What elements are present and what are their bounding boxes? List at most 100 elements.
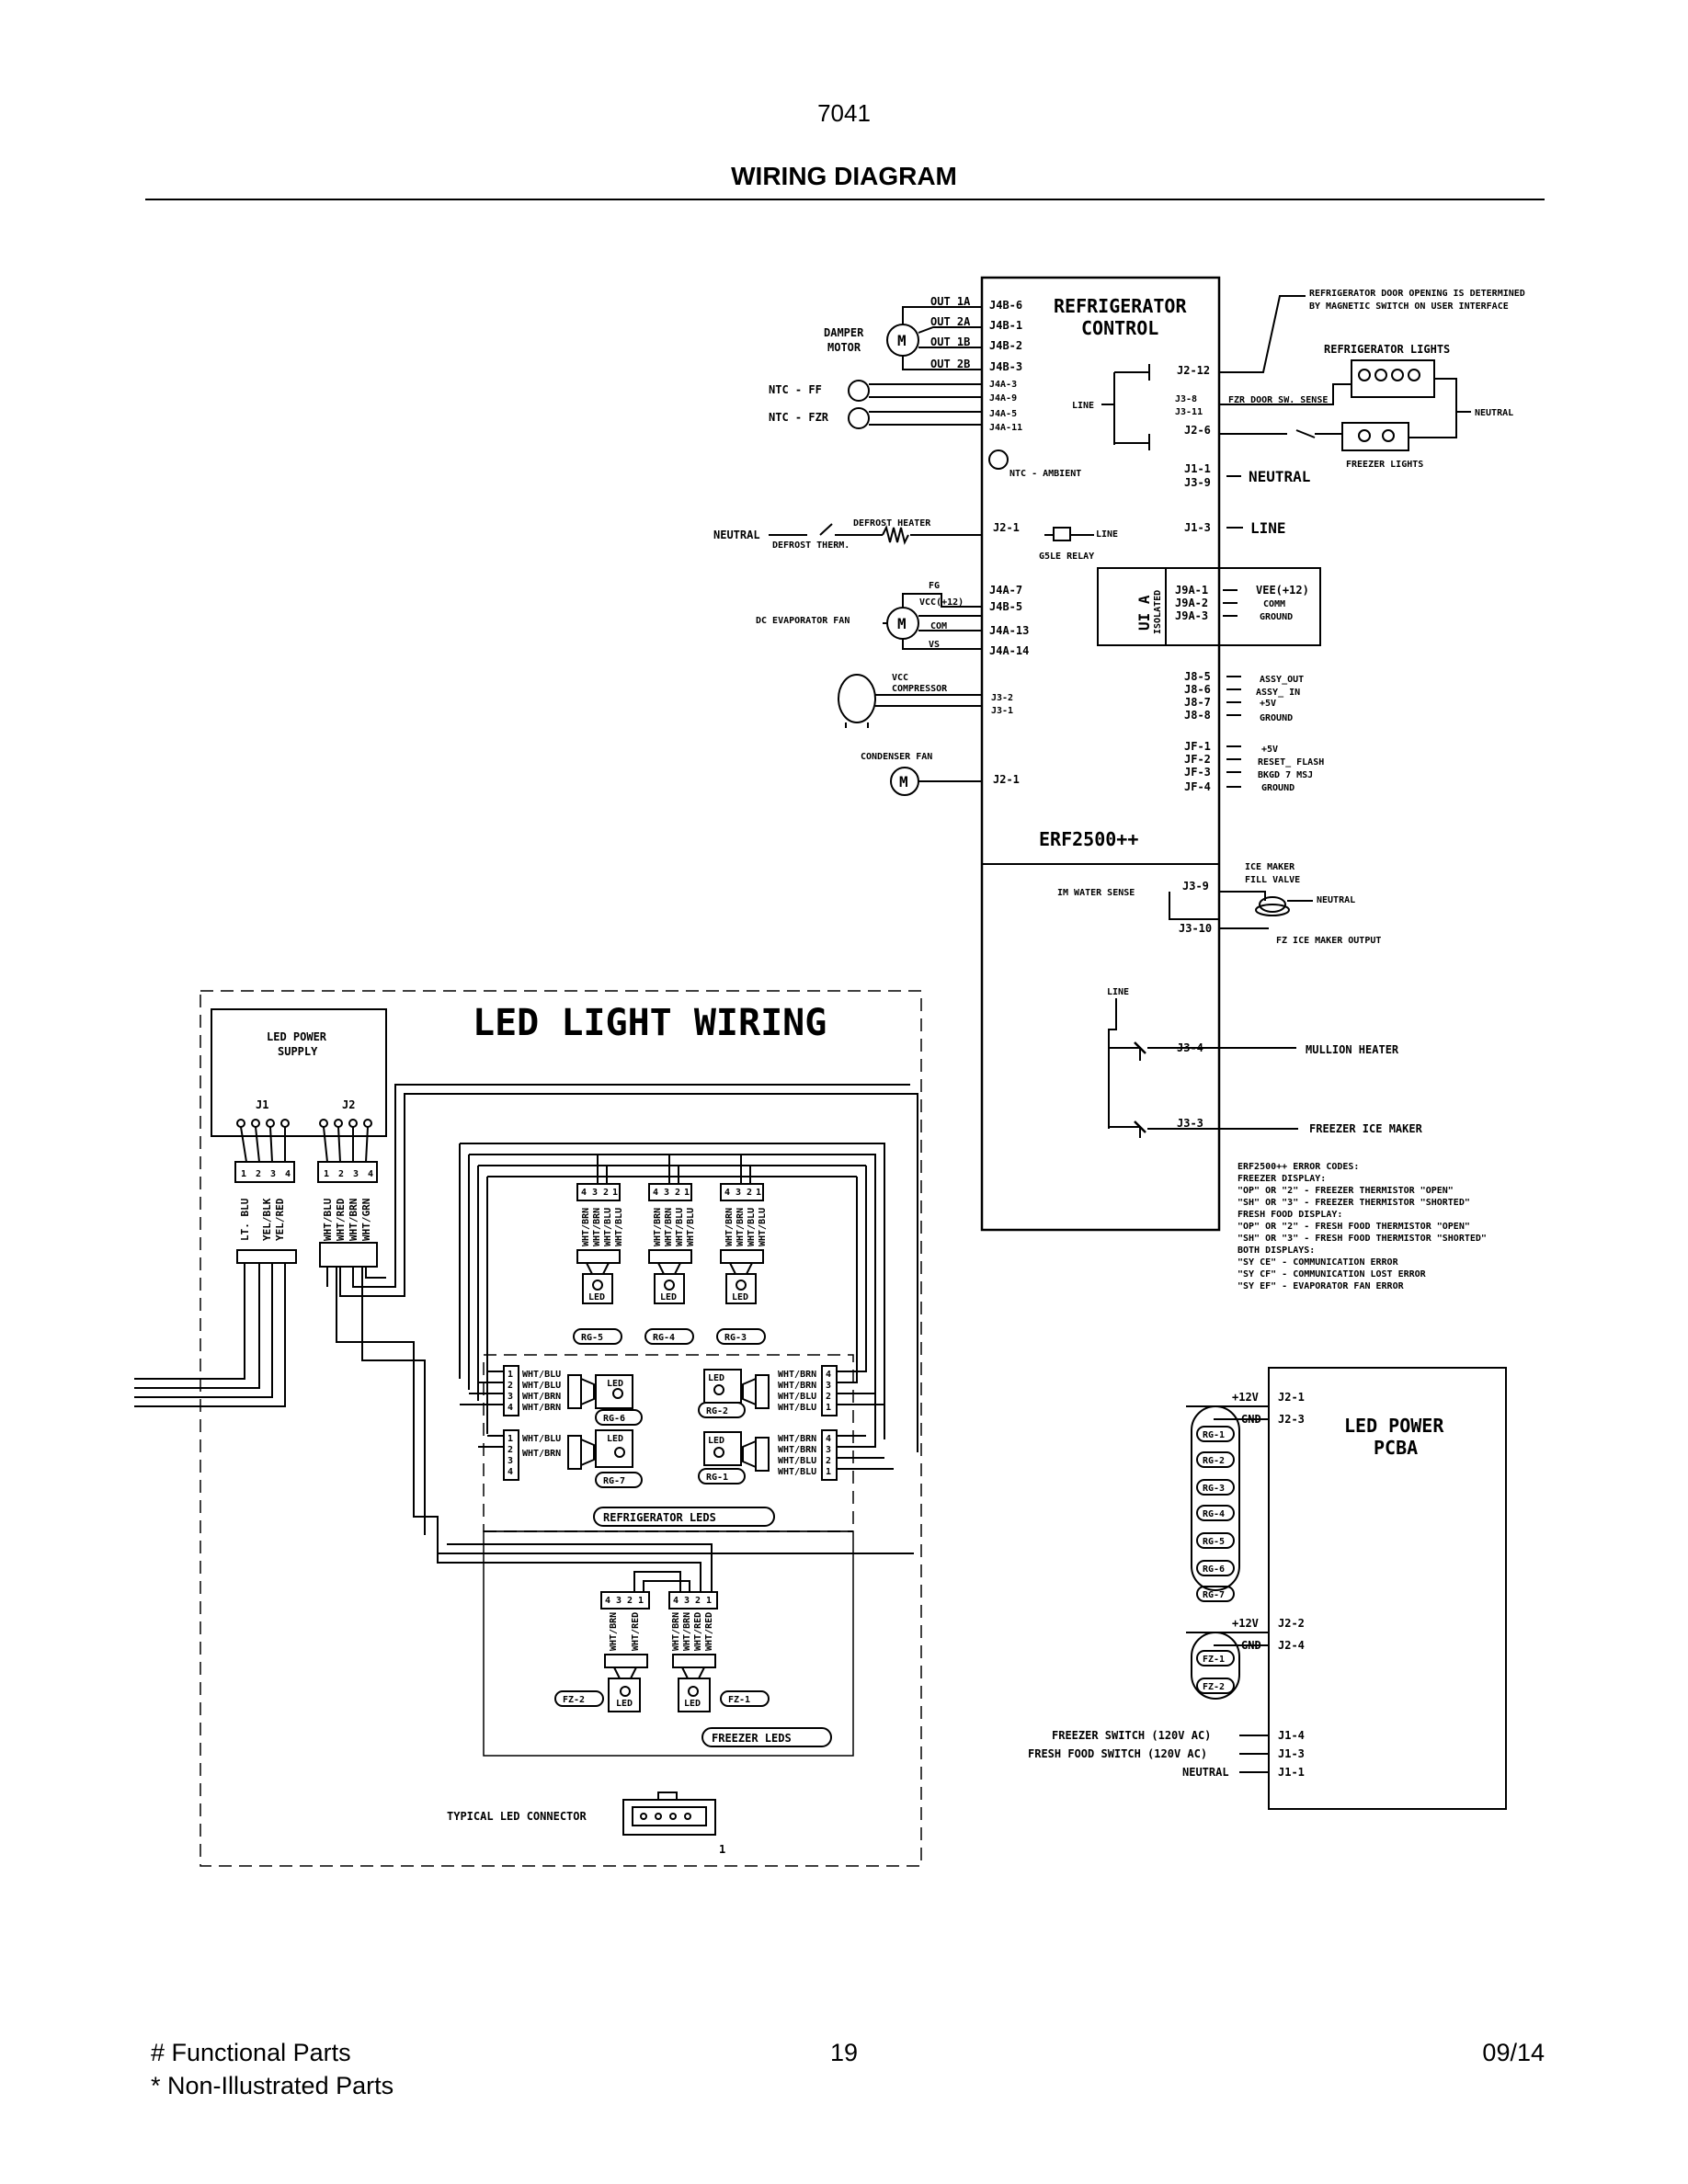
pcba-rg-7: RG-7 bbox=[1203, 1590, 1225, 1600]
jf-bkgd: BKGD 7 MSJ bbox=[1258, 770, 1313, 780]
fz1-wire-3: WHT/RED bbox=[693, 1612, 703, 1651]
j2-wire-4: WHT/GRN bbox=[360, 1199, 372, 1241]
j8-5v: +5V bbox=[1260, 699, 1276, 709]
pin-j4a-9: J4A-9 bbox=[989, 393, 1017, 404]
rg1-pin-1: 1 bbox=[826, 1467, 831, 1477]
j8-assy-in: ASSY_ IN bbox=[1256, 688, 1300, 698]
led-ps-2: SUPPLY bbox=[278, 1045, 318, 1058]
pcba-pin-j2-3: J2-3 bbox=[1278, 1413, 1305, 1426]
pcba-rg-6: RG-6 bbox=[1203, 1564, 1225, 1575]
rg6-pin-4: 4 bbox=[508, 1403, 513, 1413]
rg6-wire-3: WHT/BRN bbox=[522, 1392, 561, 1402]
pin-j4b-3: J4B-3 bbox=[989, 360, 1022, 373]
j2-pin-3: 3 bbox=[353, 1169, 359, 1179]
pcba-rg-1: RG-1 bbox=[1203, 1430, 1225, 1440]
pin-j3-3: J3-3 bbox=[1177, 1117, 1203, 1130]
refrigerator-control: REFRIGERATOR CONTROL ERF2500++ J4B-6 J4B… bbox=[713, 276, 1525, 1232]
footer-date: 09/14 bbox=[1482, 2039, 1545, 2066]
freezer-module-fz1: 4 3 2 1 WHT/BRN WHT/BRN WHT/RED WHT/RED … bbox=[668, 1591, 770, 1712]
pin-j3-1: J3-1 bbox=[991, 706, 1013, 716]
low-module-rg1: 4 3 2 1 WHT/BRN WHT/BRN WHT/BLU WHT/BLU … bbox=[698, 1429, 838, 1484]
rg4-wire-2: WHT/BRN bbox=[664, 1208, 674, 1246]
door-note-1: REFRIGERATOR DOOR OPENING IS DETERMINED bbox=[1309, 289, 1525, 299]
freezer-switch-label: FREEZER SWITCH (120V AC) bbox=[1052, 1729, 1211, 1742]
pin-j9a-2: J9A-2 bbox=[1175, 597, 1208, 609]
rg3-pin-1: 1 bbox=[756, 1188, 761, 1198]
pin-j9a-1: J9A-1 bbox=[1175, 584, 1208, 597]
rg2-wire-3: WHT/BLU bbox=[778, 1392, 816, 1402]
j1-pin-3: 3 bbox=[270, 1169, 276, 1179]
j8-assy-out: ASSY_OUT bbox=[1260, 675, 1304, 685]
pcba-pin-j1-4: J1-4 bbox=[1278, 1729, 1305, 1742]
error-line-8: "SY CE" - COMMUNICATION ERROR bbox=[1237, 1257, 1399, 1268]
rg5-wire-3: WHT/BLU bbox=[603, 1208, 613, 1246]
rg7-pin-1: 1 bbox=[508, 1434, 513, 1444]
rg3-pin-2: 2 bbox=[747, 1188, 752, 1198]
rg1-label: RG-1 bbox=[706, 1473, 728, 1483]
j1-pin-1: 1 bbox=[241, 1169, 246, 1179]
fz-output: FZ ICE MAKER OUTPUT bbox=[1276, 936, 1381, 946]
rg2-pin-3: 3 bbox=[826, 1381, 831, 1391]
pin-j4b-6: J4B-6 bbox=[989, 299, 1022, 312]
pcba-pin-j2-2: J2-2 bbox=[1278, 1617, 1305, 1630]
pin-jf-3: JF-3 bbox=[1184, 766, 1211, 779]
pin-j4a-5: J4A-5 bbox=[989, 409, 1017, 419]
rg6-label: RG-6 bbox=[603, 1414, 625, 1424]
pin-j9a-3: J9A-3 bbox=[1175, 609, 1208, 622]
led-power-supply bbox=[211, 1008, 387, 1137]
rg1-pin-4: 4 bbox=[826, 1434, 831, 1444]
rg5-led: LED bbox=[588, 1292, 605, 1302]
rg7-led: LED bbox=[607, 1434, 623, 1444]
dc-evap-fan: DC EVAPORATOR FAN bbox=[756, 616, 850, 626]
error-line-0: ERF2500++ ERROR CODES: bbox=[1237, 1162, 1359, 1172]
rg4-pin-2: 2 bbox=[675, 1188, 680, 1198]
ntc-ambient: NTC - AMBIENT bbox=[1009, 469, 1081, 479]
pin-j4a-11: J4A-11 bbox=[989, 423, 1022, 433]
rg3-wire-1: WHT/BRN bbox=[724, 1208, 735, 1246]
j2-pin-1: 1 bbox=[324, 1169, 329, 1179]
ice-maker-section: ICE MAKER FILL VALVE IM WATER SENSE J3-9… bbox=[1057, 862, 1423, 1138]
pcba-12v-b: +12V bbox=[1232, 1617, 1259, 1630]
ntc-fzr: NTC - FZR bbox=[769, 411, 829, 424]
control-model: ERF2500++ bbox=[1039, 828, 1138, 850]
fzr-door-sense: FZR DOOR SW. SENSE bbox=[1228, 395, 1328, 405]
j2-pin-4: 4 bbox=[368, 1169, 373, 1179]
error-line-7: BOTH DISPLAYS: bbox=[1237, 1246, 1315, 1256]
rg3-wire-2: WHT/BRN bbox=[736, 1208, 746, 1246]
door-note-2: BY MAGNETIC SWITCH ON USER INTERFACE bbox=[1309, 301, 1509, 312]
pcba-rg-5: RG-5 bbox=[1203, 1537, 1225, 1547]
rg5-pin-4: 4 bbox=[581, 1188, 587, 1198]
pcba-title-2: PCBA bbox=[1374, 1437, 1418, 1459]
pcba-title-1: LED POWER bbox=[1344, 1415, 1444, 1437]
led-ps-j2: J2 bbox=[342, 1098, 355, 1111]
im-neutral: NEUTRAL bbox=[1317, 895, 1355, 905]
pin-j2-6: J2-6 bbox=[1184, 424, 1211, 437]
control-title-1: REFRIGERATOR bbox=[1054, 295, 1187, 317]
compressor-label: COMPRESSOR bbox=[892, 684, 948, 694]
rg6-pin-1: 1 bbox=[508, 1370, 513, 1380]
freezer-leds-label: FREEZER LEDS bbox=[712, 1732, 792, 1745]
pcba-pin-j1-1: J1-1 bbox=[1278, 1766, 1305, 1779]
rg2-wire-1: WHT/BRN bbox=[778, 1370, 816, 1380]
pin-j4b-1: J4B-1 bbox=[989, 319, 1022, 332]
out-1a: OUT 1A bbox=[930, 295, 971, 308]
mid-module-rg2: 4 3 2 1 WHT/BRN WHT/BRN WHT/BLU WHT/BLU … bbox=[698, 1365, 838, 1418]
neutral-right: NEUTRAL bbox=[1475, 408, 1513, 418]
fill-valve-1: ICE MAKER bbox=[1245, 862, 1295, 872]
ntc-ff: NTC - FF bbox=[769, 383, 822, 396]
jf-ground: GROUND bbox=[1261, 783, 1295, 793]
top-module-rg5: 4 3 2 1 WHT/BRN WHT/BRN WHT/BLU WHT/BLU … bbox=[573, 1183, 624, 1345]
rg6-wire-2: WHT/BLU bbox=[522, 1381, 561, 1391]
out-2a: OUT 2A bbox=[930, 315, 971, 328]
pin-j3-9-im: J3-9 bbox=[1182, 880, 1209, 893]
pin-j4b-5: J4B-5 bbox=[989, 600, 1022, 613]
fz2-pin-1: 1 bbox=[638, 1596, 644, 1606]
error-line-4: FRESH FOOD DISPLAY: bbox=[1237, 1210, 1342, 1220]
led-power-pcba: LED POWER PCBA +12V GND J2-1 J2-3 RG-1 R… bbox=[1028, 1367, 1507, 1810]
rg2-pin-4: 4 bbox=[826, 1370, 831, 1380]
rg4-led: LED bbox=[660, 1292, 677, 1302]
rg5-label: RG-5 bbox=[581, 1333, 603, 1343]
pin-j3-9: J3-9 bbox=[1184, 476, 1211, 489]
rg6-wire-4: WHT/BRN bbox=[522, 1403, 561, 1413]
